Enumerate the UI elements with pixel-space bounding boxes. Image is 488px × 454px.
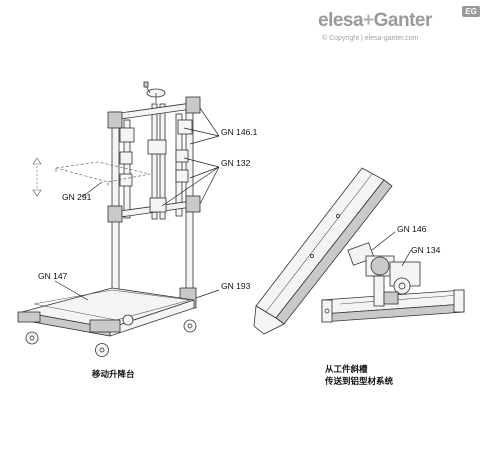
platform-plate: [55, 161, 151, 186]
brand-elesa: elesa: [318, 10, 364, 31]
label-gn-193: GN 193: [221, 281, 251, 291]
label-gn-146-1: GN 146.1: [221, 127, 258, 137]
brand-ganter: Ganter: [373, 10, 433, 31]
clamp-blocks: [107, 96, 201, 309]
label-gn-134: GN 134: [411, 245, 441, 255]
elesa-ganter-logo: elesa+Ganter EG © Copyright | elesa-gant…: [318, 6, 480, 46]
caption-chute-line2: 传送到铝型材系统: [324, 376, 394, 387]
caption-chute-line1: 从工件斜槽: [325, 364, 368, 375]
leader-lines-right: [371, 231, 412, 267]
label-gn-132: GN 132: [221, 158, 251, 168]
workpiece-chute: [253, 167, 393, 335]
eg-badge: EG: [462, 6, 480, 17]
label-gn-147: GN 147: [38, 271, 68, 281]
copyright-text: © Copyright | elesa-ganter.com: [322, 35, 419, 42]
label-gn-146: GN 146: [397, 224, 427, 234]
brand-plus: +: [363, 10, 374, 31]
chute-transfer-drawing: [253, 167, 465, 335]
leader-lines-left: [54, 107, 220, 301]
castor-wheels: [25, 314, 197, 357]
up-down-arrow-icon: [32, 157, 42, 197]
handwheel: [143, 81, 166, 103]
caption-mobile-lift: 移动升降台: [92, 369, 135, 380]
mobile-lift-platform-drawing: [17, 81, 220, 357]
brand-name: elesa+Ganter: [318, 10, 432, 32]
label-gn-291: GN 291: [62, 192, 92, 202]
base-frame: [17, 287, 195, 337]
connecting-clamps: [347, 242, 421, 307]
